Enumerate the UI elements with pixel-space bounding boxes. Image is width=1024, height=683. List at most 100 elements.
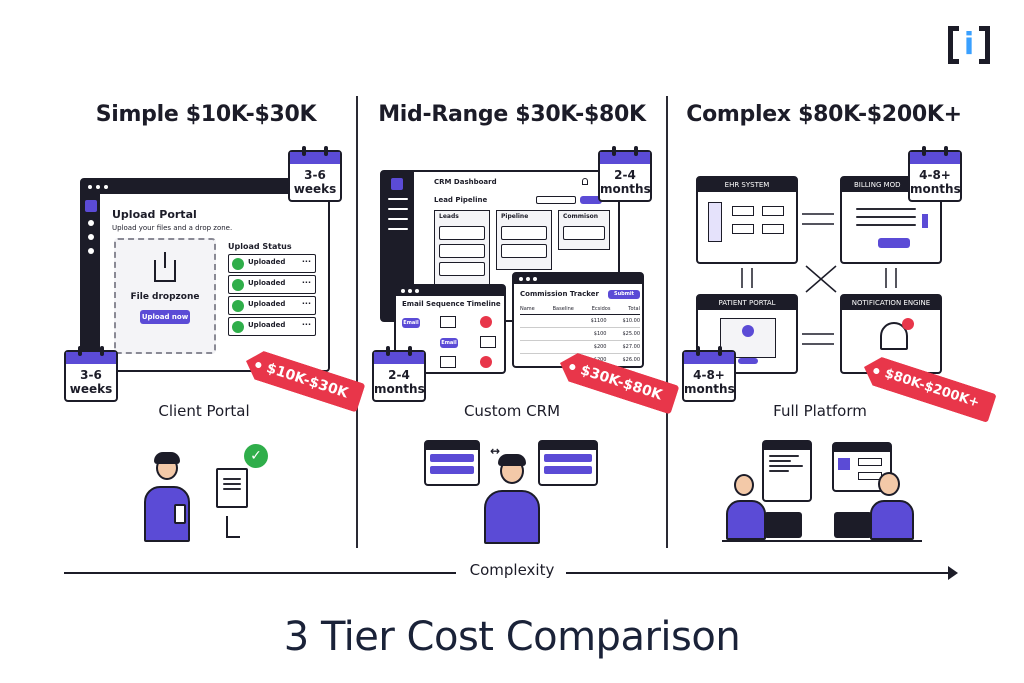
- col-header: Baseline: [552, 306, 574, 312]
- commission-table: Name Baseline Ecsidos Total $1100$10.00 …: [520, 306, 640, 366]
- submit-crm-button[interactable]: Submit CRM: [608, 290, 640, 306]
- add-lead-button[interactable]: [580, 196, 602, 204]
- lead-card[interactable]: [439, 262, 485, 276]
- lead-card[interactable]: [501, 226, 547, 240]
- cell: $27.00: [622, 344, 641, 350]
- col-header: Name: [520, 306, 535, 312]
- duration-value: 2-4: [614, 168, 636, 182]
- check-circle-icon: [232, 279, 244, 291]
- person-shirt: [484, 490, 540, 544]
- lead-card[interactable]: [439, 226, 485, 240]
- table-row: $200$27.00: [520, 341, 640, 354]
- lead-card[interactable]: [501, 244, 547, 258]
- tier-label-mid: Custom CRM: [463, 402, 561, 420]
- complexity-axis-right: [566, 572, 950, 574]
- alert-icon: [902, 318, 914, 330]
- swap-arrow-icon: ↔: [490, 444, 501, 458]
- check-circle-icon: [232, 321, 244, 333]
- check-circle-icon: [232, 258, 244, 270]
- table-row: $100 $25.00: [520, 328, 640, 341]
- status-text: Uploaded: [248, 258, 286, 266]
- complexity-axis-left: [64, 572, 456, 574]
- col-header: Ecsidos: [591, 306, 611, 312]
- pipeline-column-commison: Commison: [558, 210, 610, 250]
- illustration-person-document: ✓: [140, 440, 290, 546]
- home-icon[interactable]: [85, 200, 97, 212]
- duration-unit: weeks: [293, 182, 337, 196]
- person-hair: [154, 452, 180, 464]
- more-icon[interactable]: ···: [301, 257, 311, 266]
- axis-arrow-icon: [948, 566, 958, 580]
- list-item: Uploaded ···: [228, 275, 316, 294]
- cell: $26.00: [622, 357, 641, 363]
- lead-card[interactable]: [563, 226, 605, 240]
- filter-dropdown[interactable]: [536, 196, 576, 204]
- person-shirt: [870, 500, 914, 540]
- pipeline-column-pipeline: Pipeline: [496, 210, 552, 270]
- duration-value: 3-6: [304, 168, 326, 182]
- person-shirt: [726, 500, 766, 540]
- more-icon[interactable]: ···: [301, 278, 311, 287]
- more-icon[interactable]: ···: [301, 320, 311, 329]
- email-node[interactable]: Email: [402, 318, 420, 328]
- alert-icon: [480, 316, 492, 328]
- bell-icon[interactable]: [582, 178, 588, 185]
- cell: $100: [593, 331, 607, 337]
- upload-now-button[interactable]: Upload now: [140, 310, 190, 324]
- cell: $25.00: [622, 331, 641, 337]
- upload-status-title: Upload Status: [228, 242, 292, 251]
- list-item: Uploaded ···: [228, 296, 316, 315]
- brand-logo: i: [948, 26, 990, 64]
- column-title: Leads: [439, 213, 459, 220]
- cell: $200: [593, 357, 607, 363]
- envelope-icon: [480, 336, 496, 348]
- app-icon[interactable]: [391, 178, 403, 190]
- duration-value: 4-8+: [919, 168, 951, 182]
- envelope-icon: [440, 356, 456, 368]
- column-title: Commison: [563, 213, 599, 220]
- divider-1: [356, 96, 358, 548]
- status-text: Uploaded: [248, 321, 286, 329]
- person-head: [878, 472, 900, 496]
- users-icon[interactable]: [88, 220, 94, 226]
- user-icon: [742, 325, 754, 337]
- lead-pipeline-heading: Lead Pipeline: [434, 196, 488, 204]
- duration-unit: weeks: [69, 382, 113, 396]
- check-circle-icon: ✓: [244, 444, 268, 468]
- col-header: Total: [628, 306, 640, 312]
- lead-card[interactable]: [439, 244, 485, 258]
- board-left: [424, 440, 480, 486]
- cell: $1100: [590, 318, 607, 324]
- illustration-person-boards: ↔: [424, 440, 604, 546]
- status-text: Uploaded: [248, 300, 286, 308]
- duration-unit: months: [910, 182, 961, 196]
- logo-bracket-left: [948, 26, 959, 64]
- alert-icon: [480, 356, 492, 368]
- complexity-axis-label: Complexity: [469, 561, 555, 579]
- code-window: [762, 440, 812, 502]
- globe-icon[interactable]: [88, 234, 94, 240]
- more-icon[interactable]: ···: [301, 299, 311, 308]
- column-title: Pipeline: [501, 213, 529, 220]
- divider-2: [666, 96, 668, 548]
- tier-title-complex: Complex $80K-$200K+: [686, 102, 962, 127]
- person-head: [734, 474, 754, 496]
- board-right: [538, 440, 598, 486]
- billing-button[interactable]: [878, 238, 910, 248]
- table-header: Name Baseline Ecsidos Total: [520, 306, 640, 315]
- table-row: $200 $26.00: [520, 354, 640, 366]
- commission-tracker-window: Commission Tracker Submit CRM Name Basel…: [512, 272, 644, 368]
- duration-value: 3-6: [80, 368, 102, 382]
- tier-label-simple: Client Portal: [158, 402, 250, 420]
- logo-letter: i: [963, 27, 975, 62]
- file-dropzone[interactable]: File dropzone Upload now: [114, 238, 216, 354]
- crm-dashboard-heading: CRM Dashboard: [434, 178, 497, 186]
- upload-portal-subheading: Upload your files and a drop zone.: [112, 224, 233, 232]
- email-node[interactable]: Email: [440, 338, 458, 348]
- cell: $10.00: [622, 318, 641, 324]
- gear-icon[interactable]: [88, 248, 94, 254]
- window-titlebar: [82, 180, 328, 194]
- dropzone-label: File dropzone: [130, 292, 200, 302]
